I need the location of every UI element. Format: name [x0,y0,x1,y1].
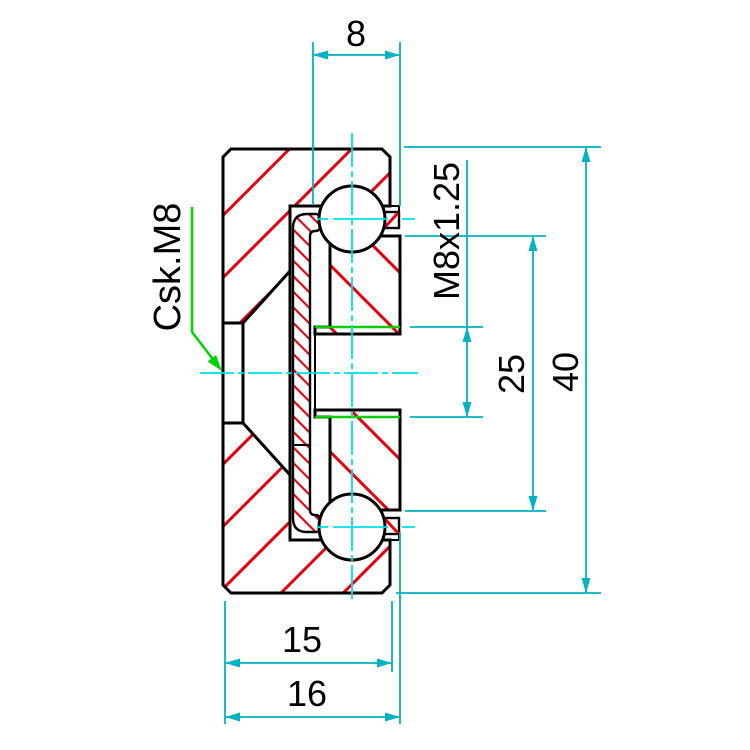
bottom-right-step [390,534,400,541]
arrow-down [528,496,538,511]
arrow-up [581,147,591,162]
ball-lip-bottom-hatch [383,517,400,535]
countersink-callout: Csk.M8 [147,203,222,371]
ball-lip-top-hatch [383,211,400,229]
arrow-left [225,712,240,722]
dimension-text-8: 8 [346,13,366,54]
arrow-left [225,658,240,668]
arrow-down [581,578,591,593]
dimension-outer-height: 40 [396,146,601,594]
arrow-up [462,327,472,342]
arrow-right [377,658,392,668]
arrow-right [385,712,400,722]
dimension-text-thread: M8x1.25 [426,162,467,300]
dimension-text-16: 16 [287,673,327,714]
top-right-step [390,205,400,212]
dimension-inner-height: 25 [405,235,546,512]
dimension-overall-width: 16 [224,532,401,724]
dimension-text-40: 40 [545,352,586,392]
dimension-thread: M8x1.25 [410,160,483,418]
label-countersink: Csk.M8 [147,203,189,332]
arrow-right [385,50,400,60]
arrow-left [313,50,328,60]
leader-line [190,207,220,368]
dimension-text-15: 15 [282,619,322,660]
dimension-body-width: 15 [225,601,393,672]
dimension-groove-width: 8 [312,13,401,206]
leader-arrow [207,355,222,371]
dimension-text-25: 25 [491,354,532,394]
arrow-down [462,402,472,417]
arrow-up [528,236,538,251]
